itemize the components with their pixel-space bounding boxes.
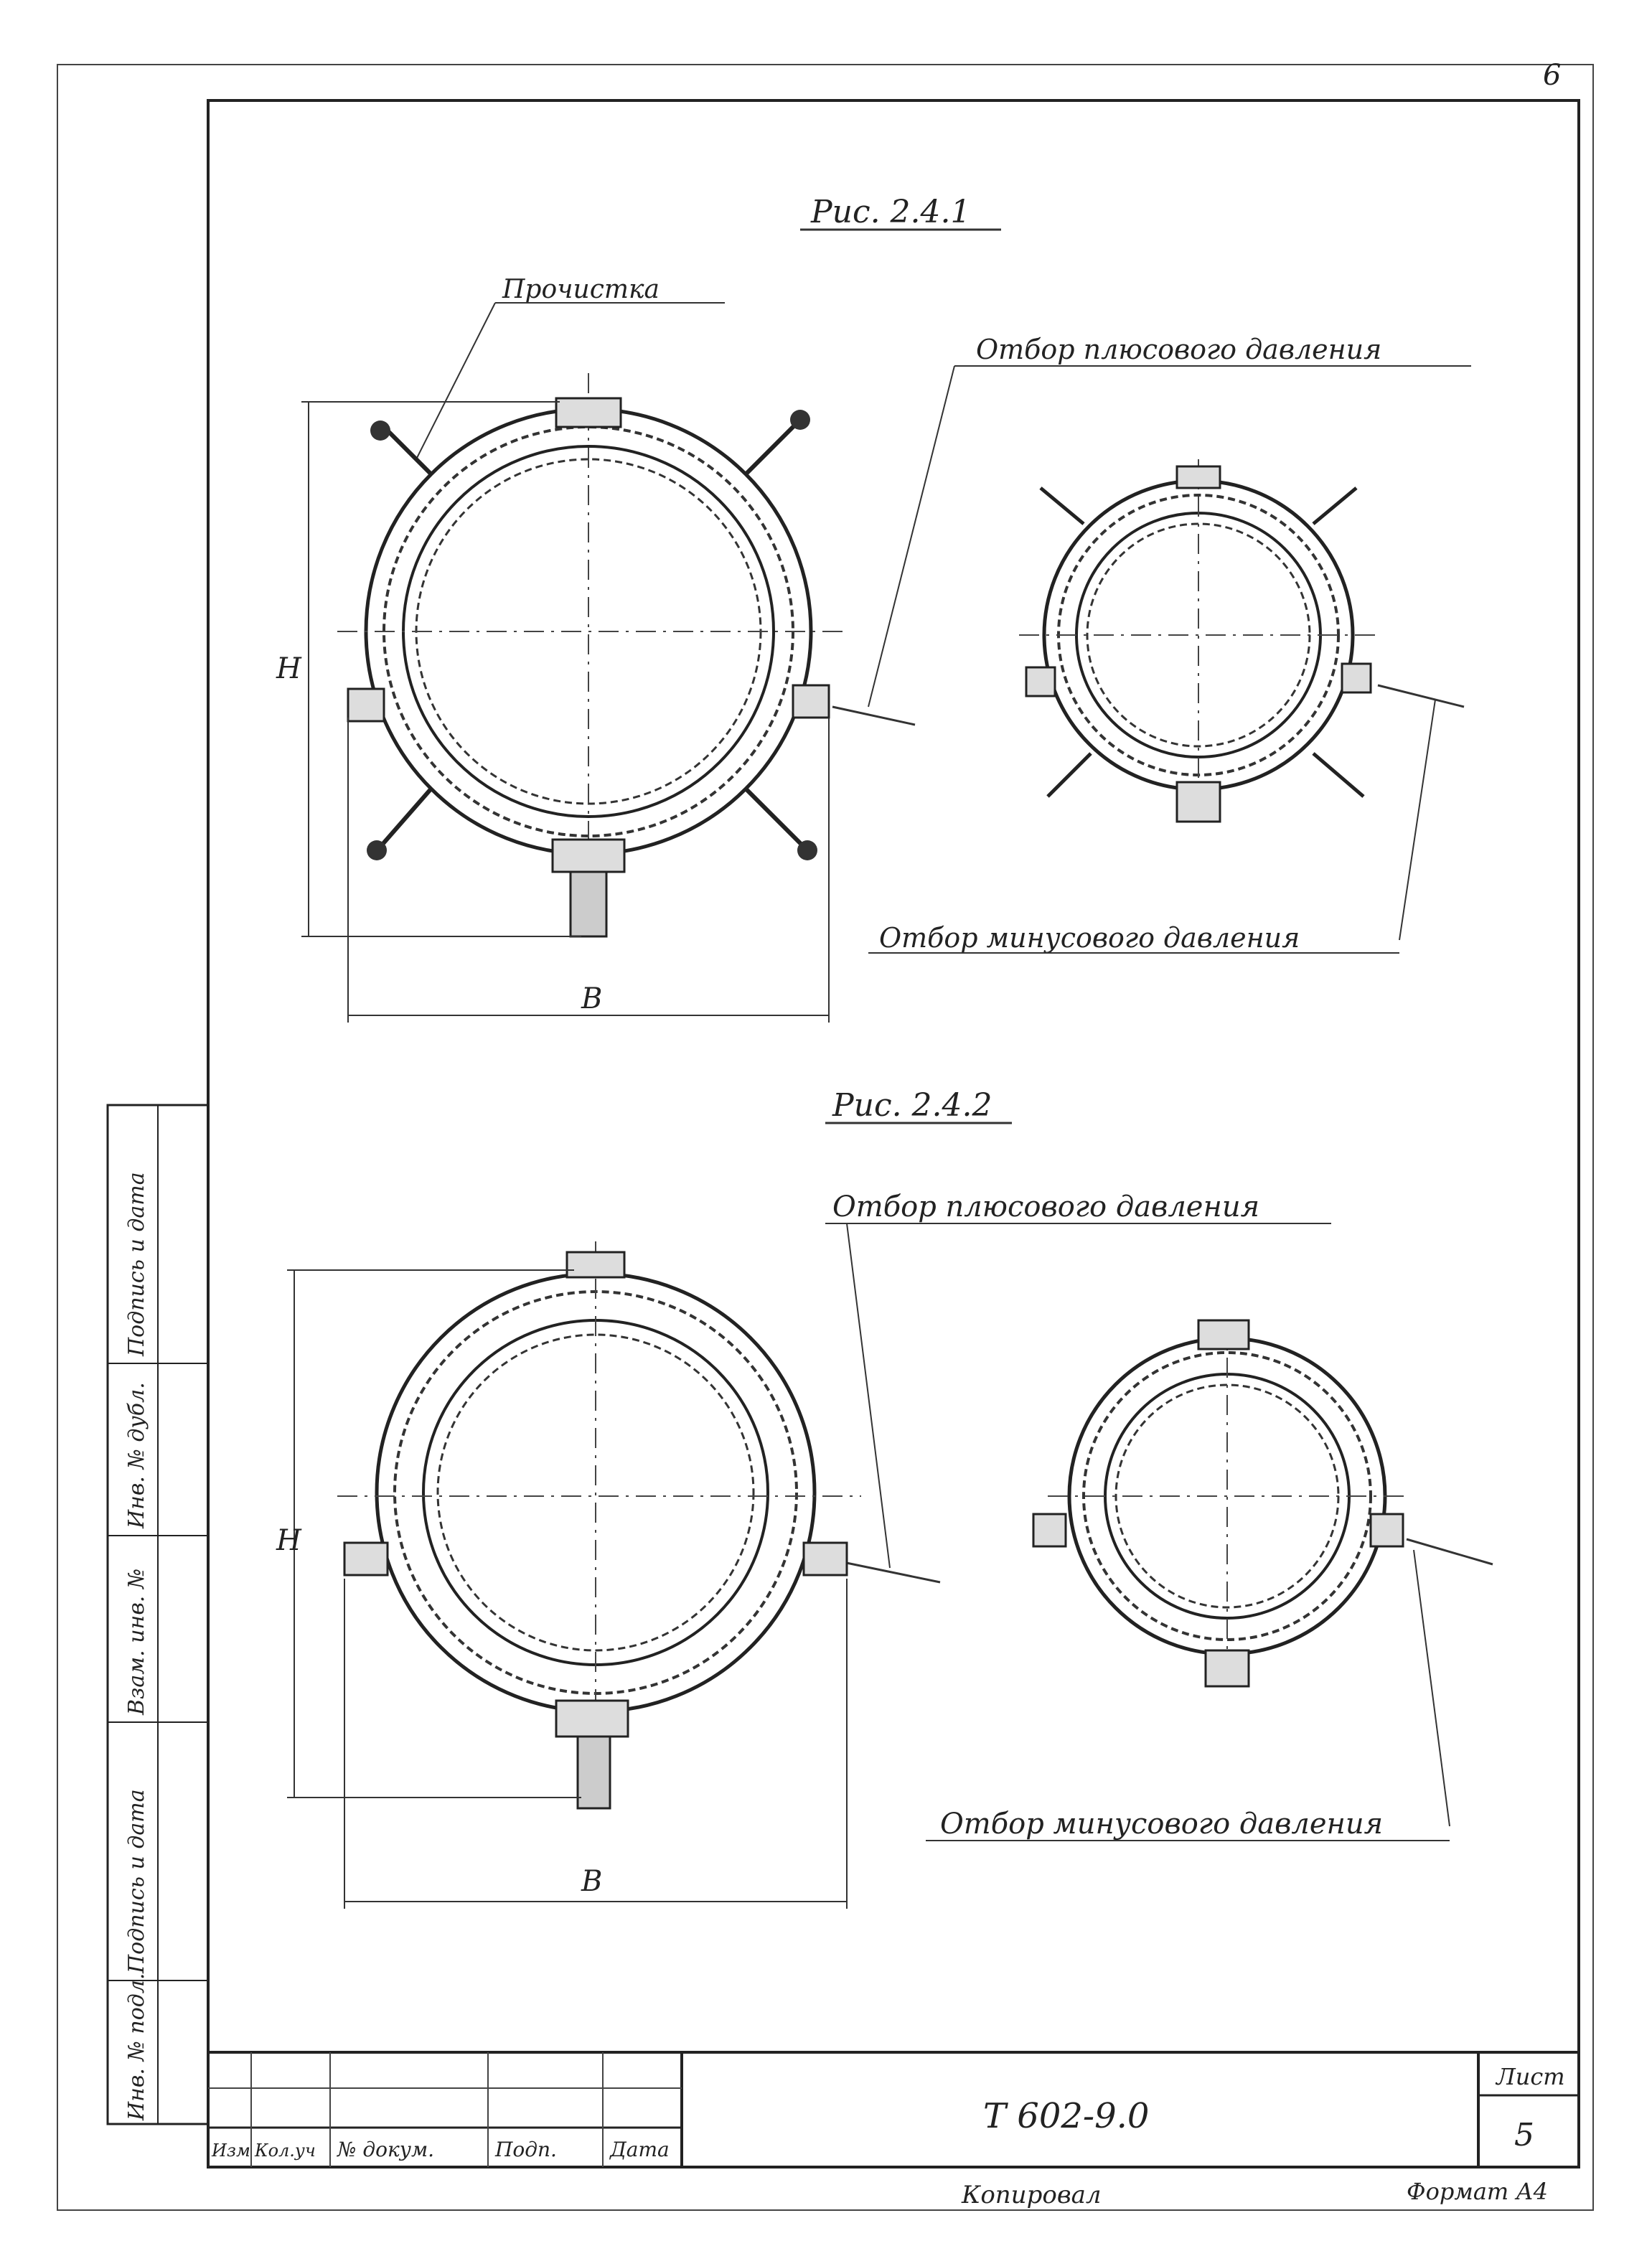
pipe-large-2 (337, 1241, 861, 1810)
plus-arrow (832, 705, 916, 726)
pipe-large-1 (337, 373, 847, 938)
sheet-number: 6 (1543, 59, 1561, 92)
figure1-title: Рис. 2.4.1 (810, 194, 971, 230)
figure1-dim-b: B (581, 982, 602, 1015)
cleaning-leader (416, 302, 496, 460)
figure-2-4-2: Рис. 2.4.2 Отбор плюсового давления H B (276, 1087, 1493, 1909)
tb-col-date: Дата (609, 2138, 670, 2161)
tb-sheet-value: 5 (1514, 2117, 1534, 2153)
pipe-small-1 (1019, 459, 1378, 823)
figure2-dim-h: H (276, 1524, 302, 1557)
plus-leader-2 (846, 1223, 891, 1569)
stamp-sign-date-2: Подпись и дата (124, 1172, 149, 1357)
tb-col-kol: Кол.уч (254, 2141, 316, 2161)
figure2-plus-label: Отбор плюсового давления (832, 1190, 1259, 1223)
stamp-inv-dubl: Инв. № дубл. (124, 1382, 149, 1529)
tb-col-izm: Изм (211, 2141, 250, 2161)
tb-doc-code: Т 602-9.0 (983, 2096, 1149, 2136)
figure2-minus-label: Отбор минусового давления (940, 1808, 1383, 1841)
tb-col-doc: № докум. (337, 2138, 434, 2161)
minus-arrow-1 (1377, 684, 1465, 708)
stamp-inv-podl: Инв. № подл. (124, 1973, 149, 2121)
figure1-plus-label: Отбор плюсового давления (976, 334, 1381, 365)
tb-copied: Копировал (961, 2181, 1102, 2209)
tb-col-podp: Подп. (494, 2138, 557, 2161)
plus-arrow-2 (835, 1559, 941, 1584)
figure2-dim-b: B (581, 1865, 602, 1898)
tb-format: Формат А4 (1407, 2178, 1548, 2205)
figure1-minus-label: Отбор минусового давления (879, 922, 1300, 954)
drawing-frame (207, 99, 1580, 2169)
plus-leader (868, 365, 955, 708)
figure1-cleaning-label: Прочистка (502, 275, 660, 304)
minus-arrow-2 (1406, 1538, 1493, 1566)
tb-sheet-label: Лист (1495, 2063, 1565, 2090)
pipe-small-2 (1032, 1319, 1407, 1688)
stamp-vzam-inv: Взам. инв. № (124, 1569, 149, 1716)
figure-2-4-1: Рис. 2.4.1 Прочистка Отбор плюсового дав… (276, 194, 1471, 1023)
figure2-title: Рис. 2.4.2 (832, 1087, 992, 1124)
stamp-sign-date-1: Подпись и дата (124, 1789, 149, 1974)
title-block: Изм Кол.уч № докум. Подп. Дата Т 602-9.0… (208, 2051, 1579, 2209)
side-stamp: Инв. № подл. Подпись и дата Взам. инв. №… (106, 1104, 210, 2125)
figure1-dim-h: H (276, 652, 302, 685)
sheet-trim (57, 64, 1594, 2211)
